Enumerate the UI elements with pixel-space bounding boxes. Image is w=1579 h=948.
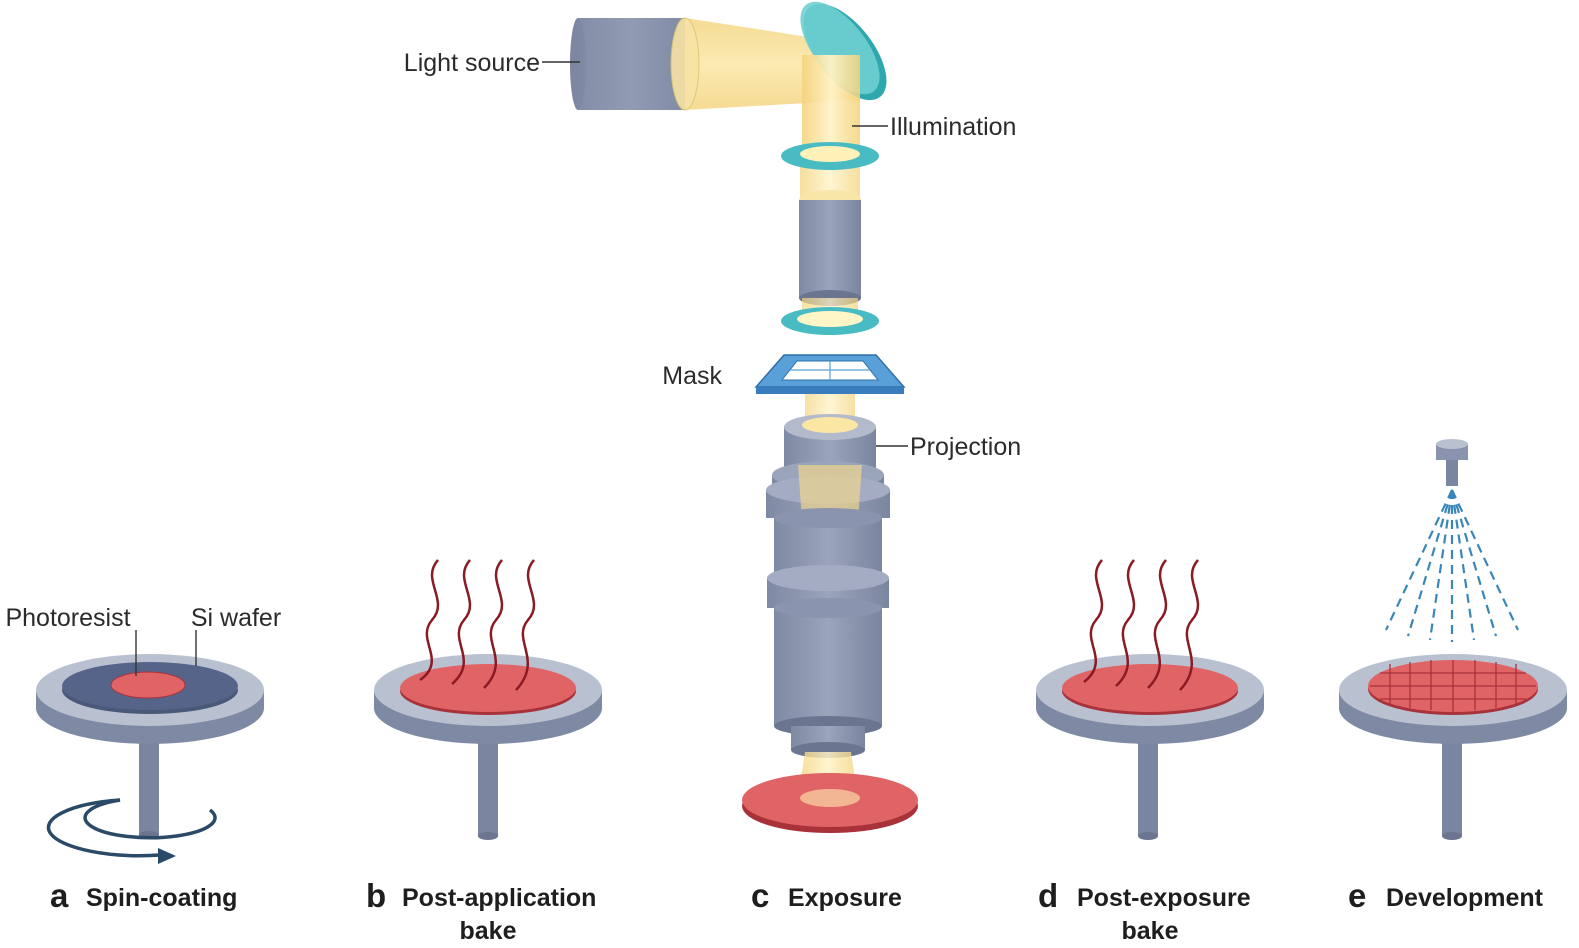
wafer-icon	[742, 773, 918, 833]
svg-text:bake: bake	[1122, 917, 1179, 945]
nozzle-icon	[1436, 439, 1468, 486]
label-photoresist-text: Photoresist	[5, 604, 130, 632]
svg-text:Development: Development	[1386, 884, 1544, 912]
lens-icon	[781, 142, 879, 170]
spray-icon	[1385, 489, 1519, 642]
svg-text:Spin-coating: Spin-coating	[86, 884, 237, 912]
step-caption-b: b Post-application bake	[366, 877, 596, 945]
heat-waves-icon	[419, 559, 536, 691]
svg-text:Exposure: Exposure	[788, 884, 902, 912]
exposure-column	[570, 1, 918, 833]
mask-icon	[754, 354, 906, 394]
label-illumination-text: Illumination	[890, 113, 1016, 141]
pattern-grid	[1370, 660, 1536, 712]
svg-text:bake: bake	[460, 917, 517, 945]
spin-coating-stage	[36, 654, 264, 864]
label-si-wafer-text: Si wafer	[191, 604, 281, 632]
label-light-source-text: Light source	[404, 49, 540, 77]
svg-text:Post-application: Post-application	[402, 884, 596, 912]
label-mask: Mask	[662, 362, 722, 390]
label-mask-text: Mask	[662, 362, 722, 390]
condenser-cylinder	[799, 190, 861, 306]
svg-text:e: e	[1348, 877, 1366, 914]
heat-waves-icon	[1083, 559, 1200, 691]
svg-text:d: d	[1038, 877, 1058, 914]
svg-text:Post-exposure: Post-exposure	[1077, 884, 1251, 912]
lens-icon	[781, 307, 879, 335]
post-application-bake-stage	[374, 559, 602, 840]
label-light-source: Light source	[404, 49, 580, 77]
projection-optics	[766, 414, 890, 758]
svg-text:c: c	[751, 877, 769, 914]
step-caption-d: d Post-exposure bake	[1038, 877, 1251, 945]
label-photoresist: Photoresist	[5, 604, 137, 676]
development-stage	[1339, 439, 1567, 840]
label-si-wafer: Si wafer	[191, 604, 281, 666]
post-exposure-bake-stage	[1036, 559, 1264, 840]
label-projection-text: Projection	[910, 433, 1021, 461]
svg-text:b: b	[366, 877, 386, 914]
step-caption-c: c Exposure	[751, 877, 902, 914]
svg-text:a: a	[50, 877, 69, 914]
label-illumination: Illumination	[852, 113, 1016, 141]
step-caption-e: e Development	[1348, 877, 1544, 914]
step-caption-a: a Spin-coating	[50, 877, 237, 914]
label-projection: Projection	[876, 433, 1021, 461]
